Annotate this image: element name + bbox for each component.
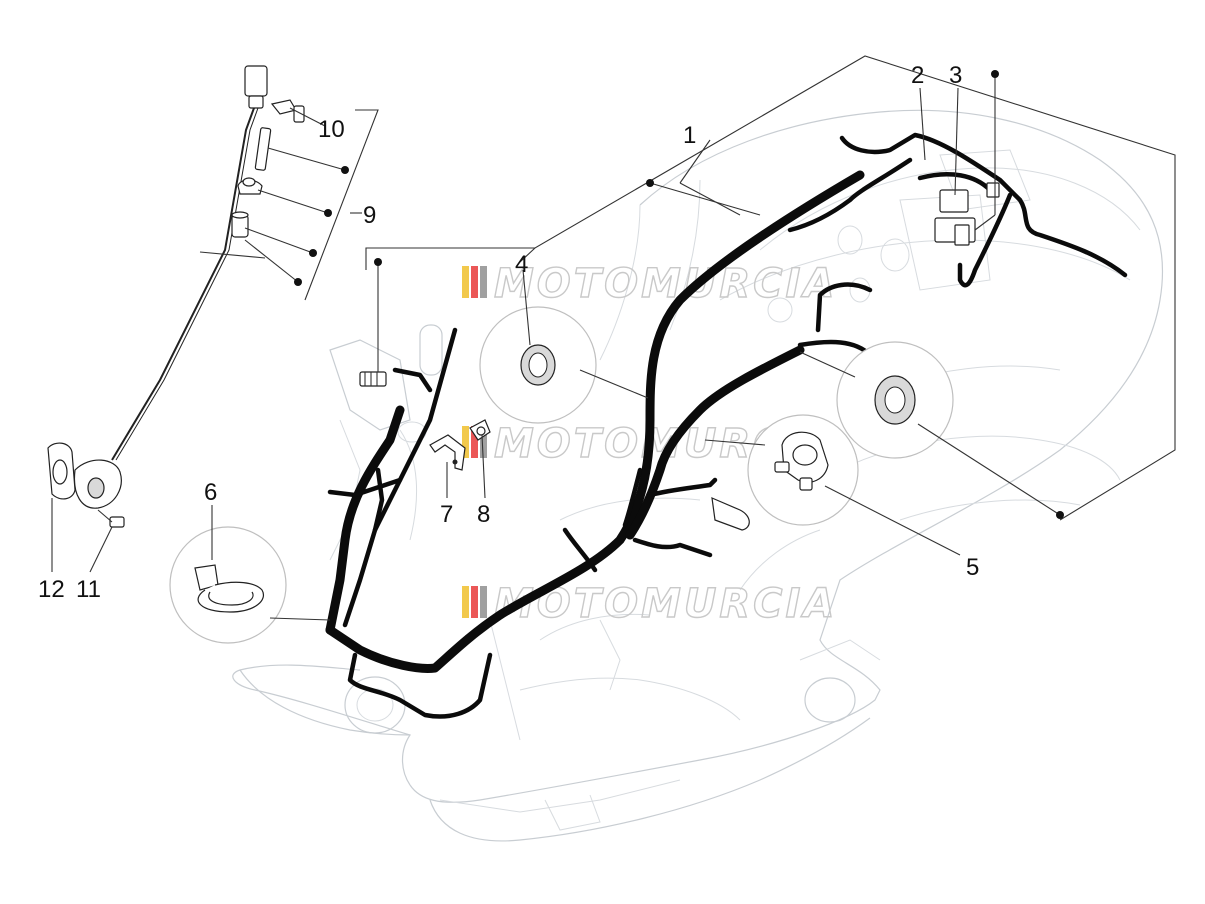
callout-4: 4 xyxy=(515,251,528,278)
callout-11: 11 xyxy=(76,576,101,603)
detail-circle-clamp-5 xyxy=(747,414,859,526)
leader-dots xyxy=(294,70,1064,519)
watermark-top: MOTOMURCIA xyxy=(462,260,837,308)
callout-10: 10 xyxy=(318,116,345,143)
clip-8 xyxy=(469,419,491,441)
leader-lines xyxy=(51,55,1176,621)
callout-labels: 1 2 3 4 5 6 7 8 9 10 11 12 xyxy=(38,62,979,603)
detail-circle-cable-tie-6 xyxy=(169,526,287,644)
callout-7: 7 xyxy=(440,501,453,528)
speed-sensor-cable xyxy=(47,65,268,528)
callout-9: 9 xyxy=(363,202,376,229)
small-parts-9-10 xyxy=(231,99,305,238)
callout-1: 1 xyxy=(683,122,696,149)
callout-3: 3 xyxy=(949,62,962,89)
watermark-text: MOTOMURCIA xyxy=(494,261,837,307)
main-wiring-harness xyxy=(325,132,1128,719)
callout-8: 8 xyxy=(477,501,490,528)
bracket-7 xyxy=(429,434,466,471)
callout-6: 6 xyxy=(204,479,217,506)
callout-12: 12 xyxy=(38,576,65,603)
harness-connectors xyxy=(359,182,1000,531)
detail-circle-grommet-4 xyxy=(479,306,597,424)
detail-circle-grommet xyxy=(836,341,954,459)
callout-2: 2 xyxy=(911,62,924,89)
callout-5: 5 xyxy=(966,554,979,581)
